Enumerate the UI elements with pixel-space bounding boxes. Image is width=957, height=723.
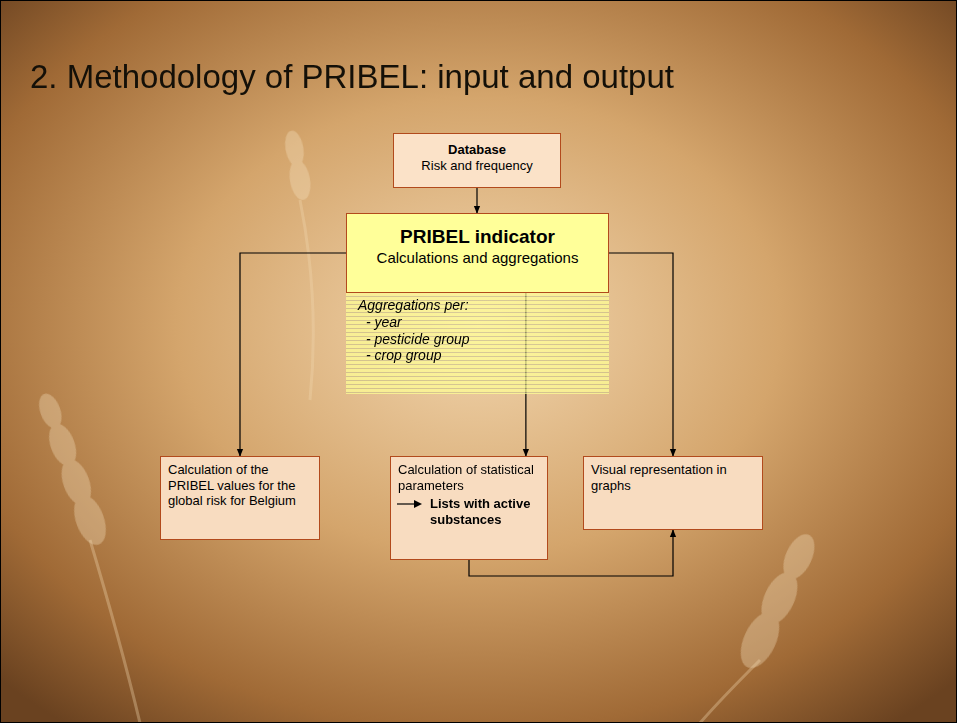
box-text: Risk and frequency bbox=[400, 158, 554, 174]
box-heading: Calculation of the PRIBEL values for the… bbox=[168, 462, 312, 509]
box-heading: Database bbox=[400, 142, 554, 158]
aggregation-band: Aggregations per:- year- pesticide group… bbox=[346, 293, 609, 394]
box-text: Calculations and aggregations bbox=[355, 249, 600, 267]
flow-arrow bbox=[476, 188, 477, 213]
flow-arrow bbox=[609, 253, 673, 456]
box-text: - year bbox=[366, 314, 599, 331]
box-heading: Aggregations per: bbox=[358, 297, 599, 314]
box-heading: Calculation of statistical parameters bbox=[398, 462, 540, 493]
output-box: Visual representation in graphs bbox=[583, 456, 763, 530]
output-box: Calculation of statistical parametersLis… bbox=[390, 456, 548, 560]
box-heading: PRIBEL indicator bbox=[355, 226, 600, 249]
flow-arrow bbox=[240, 253, 346, 456]
box-text: - crop group bbox=[366, 347, 599, 364]
box-heading: Visual representation in graphs bbox=[591, 462, 755, 493]
box-text: - pesticide group bbox=[366, 331, 599, 348]
slide-title: 2. Methodology of PRIBEL: input and outp… bbox=[30, 58, 674, 96]
box-text: Lists with active substances bbox=[430, 496, 540, 527]
output-box: Calculation of the PRIBEL values for the… bbox=[160, 456, 320, 540]
inline-arrow bbox=[395, 498, 423, 510]
indicator-box: PRIBEL indicatorCalculations and aggrega… bbox=[346, 213, 609, 293]
input-box: DatabaseRisk and frequency bbox=[393, 133, 561, 188]
